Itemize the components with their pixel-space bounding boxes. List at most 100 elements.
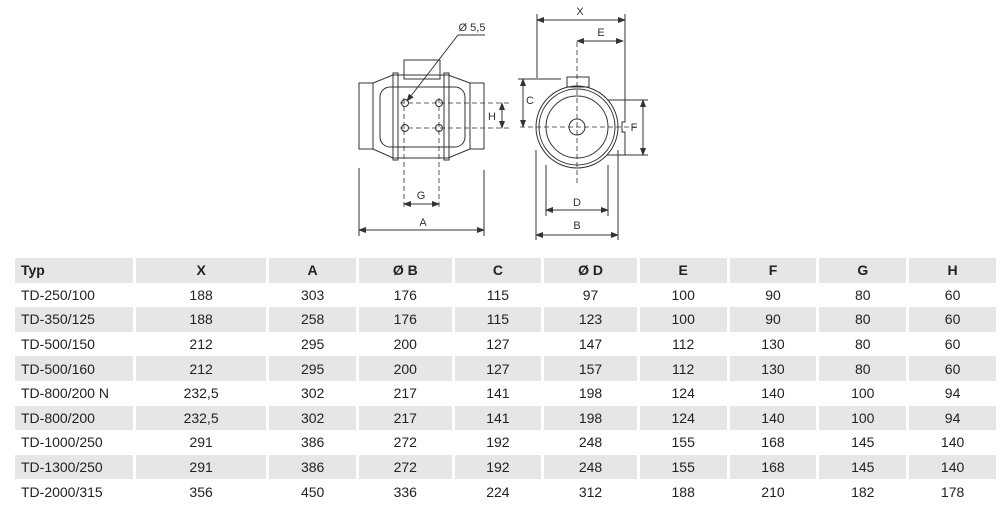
cell-value: 212 <box>136 356 267 381</box>
dim-label-b: B <box>573 220 580 232</box>
cell-value: 356 <box>189 483 213 500</box>
header-c: C <box>454 258 542 283</box>
cell-type: TD-1300/250 <box>15 454 133 480</box>
header-e: E <box>639 258 727 283</box>
cell-value: 303 <box>300 286 325 303</box>
cell-value: 157 <box>544 356 637 381</box>
cell-value: 115 <box>454 307 542 332</box>
cell-value: 115 <box>486 286 510 303</box>
header-f: F <box>729 258 817 283</box>
cell-value: 212 <box>189 336 213 353</box>
cell-value: 200 <box>359 356 452 381</box>
dim-label-e: E <box>597 27 604 39</box>
cell-value: 198 <box>544 405 637 431</box>
cell-value: 232,5 <box>136 405 267 431</box>
cell-value: 80 <box>819 307 907 332</box>
cell-value: 140 <box>729 405 817 431</box>
cell-value: 386 <box>300 434 325 451</box>
cell-value: 217 <box>359 405 452 431</box>
dim-label-h: H <box>488 111 496 123</box>
cell-value: 94 <box>944 385 961 402</box>
cell-value: 210 <box>761 483 785 500</box>
cell-value: 141 <box>454 405 542 431</box>
cell-value: 60 <box>909 356 996 381</box>
cell-value: 248 <box>578 434 603 451</box>
cell-value: 272 <box>393 434 417 451</box>
header-g: G <box>819 258 907 283</box>
cell-type: TD-2000/315 <box>21 483 103 500</box>
cell-value: 200 <box>393 336 417 353</box>
cell-value: 124 <box>639 405 727 431</box>
cell-value: 295 <box>300 336 325 353</box>
cell-value: 450 <box>300 483 325 500</box>
cell-value: 100 <box>851 385 875 402</box>
cell-value: 291 <box>189 434 213 451</box>
cell-value: 302 <box>300 385 325 402</box>
mounting-holes <box>401 99 443 132</box>
cell-value: 141 <box>486 385 510 402</box>
cell-value: 127 <box>454 356 542 381</box>
front-view: X E C F D B <box>518 6 648 240</box>
cell-value: 192 <box>486 434 510 451</box>
cell-value: 272 <box>359 454 452 480</box>
cell-type: TD-800/200 N <box>21 385 109 402</box>
cell-value: 140 <box>940 434 965 451</box>
cell-value: 192 <box>454 454 542 480</box>
cell-value: 140 <box>909 454 996 480</box>
dim-label-g: G <box>417 190 426 202</box>
cell-value: 302 <box>269 405 357 431</box>
dim-label-d: D <box>573 197 581 209</box>
cell-type: TD-1000/250 <box>21 434 103 451</box>
cell-value: 155 <box>639 454 727 480</box>
cell-value: 386 <box>269 454 357 480</box>
cell-value: 127 <box>486 336 510 353</box>
fan-dimension-drawing: Ø 5,5 G A H X E C F D B <box>358 6 648 240</box>
cell-value: 140 <box>761 385 785 402</box>
cell-value: 60 <box>909 307 996 332</box>
header-typ: Typ <box>15 258 133 283</box>
cell-value: 182 <box>851 483 875 500</box>
header-a: A <box>269 258 357 283</box>
cell-value: 80 <box>854 336 871 353</box>
side-view: Ø 5,5 G A H <box>358 22 510 236</box>
cell-value: 90 <box>729 307 817 332</box>
cell-value: 130 <box>761 336 785 353</box>
cell-value: 188 <box>671 483 695 500</box>
hole-diameter-label: Ø 5,5 <box>459 22 486 34</box>
cell-value: 188 <box>189 286 213 303</box>
cell-value: 80 <box>854 286 871 303</box>
dim-label-c: C <box>526 95 534 107</box>
cell-value: 224 <box>486 483 510 500</box>
header-b: Ø B <box>359 258 452 283</box>
dim-label-x: X <box>576 6 584 18</box>
cell-value: 100 <box>639 307 727 332</box>
cell-value: 295 <box>269 356 357 381</box>
cell-value: 188 <box>136 307 267 332</box>
cell-value: 232,5 <box>183 385 219 402</box>
cell-value: 168 <box>729 454 817 480</box>
cell-value: 112 <box>672 336 695 353</box>
cell-value: 248 <box>544 454 637 480</box>
cell-value: 80 <box>819 356 907 381</box>
cell-value: 336 <box>393 483 417 500</box>
cell-value: 123 <box>544 307 637 332</box>
cell-value: 100 <box>819 405 907 431</box>
header-x: X <box>136 258 267 283</box>
header-d: Ø D <box>544 258 637 283</box>
dim-label-f: F <box>631 122 638 134</box>
cell-value: 112 <box>639 356 727 381</box>
cell-value: 145 <box>819 454 907 480</box>
cell-value: 60 <box>944 286 961 303</box>
cell-type: TD-250/100 <box>21 286 95 303</box>
cell-type: TD-800/200 <box>15 405 133 431</box>
